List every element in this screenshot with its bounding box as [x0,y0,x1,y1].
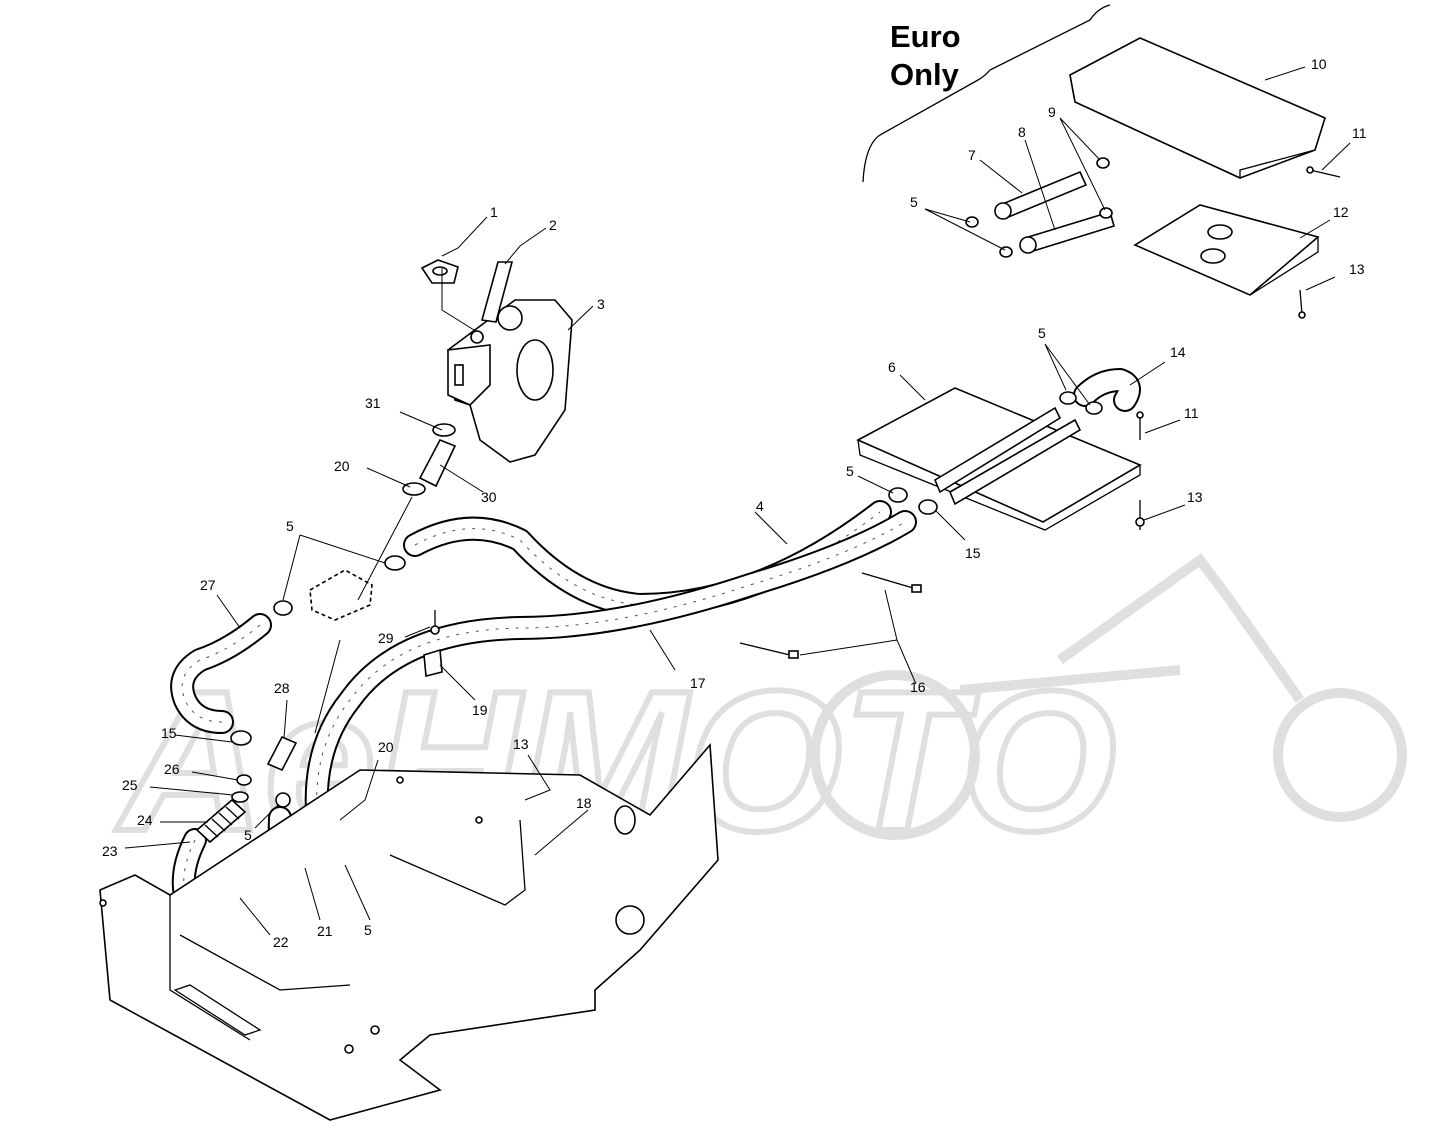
callout-28: 28 [274,680,290,696]
part-6-heat-exchanger [856,387,1142,531]
callout-2: 2 [549,217,557,233]
part-29-bolt [430,610,440,635]
part-26-clamp [236,774,252,786]
callout-14: 14 [1170,344,1186,360]
part-11-bolt-top [1306,166,1341,178]
callout-15-left: 15 [161,725,177,741]
euro-clamps [965,157,1113,258]
callout-18: 18 [576,795,592,811]
callout-20-top: 20 [334,458,350,474]
part-11-bolt-right [1136,411,1144,440]
euro-only-label-line1: Euro [890,19,961,54]
callout-9: 9 [1048,104,1056,120]
callout-19: 19 [472,702,488,718]
callout-7: 7 [968,147,976,163]
part-bracket [309,569,373,621]
part-30-hose [418,438,457,488]
callout-5-bottom: 5 [364,922,372,938]
callout-8: 8 [1018,124,1026,140]
callout-4: 4 [756,498,764,514]
callout-22: 22 [273,934,289,950]
callout-31: 31 [365,395,381,411]
callout-16: 16 [910,679,926,695]
callout-24: 24 [137,812,153,828]
part-1-cap [420,259,459,284]
callout-5-lower: 5 [244,827,252,843]
callout-5-elbow: 5 [1038,325,1046,341]
callout-6: 6 [888,359,896,375]
callout-3: 3 [597,296,605,312]
part-31-clamp [432,423,456,437]
part-12-plate [1133,204,1320,296]
part-13-bolt-right [1135,500,1145,530]
callout-30: 30 [481,489,497,505]
part-13-bolt-top [1298,289,1306,319]
part-28-fitting [266,735,298,808]
callout-13-top: 13 [1349,261,1365,277]
part-7-tube [994,170,1088,220]
callout-13-bottom: 13 [513,736,529,752]
callout-5-left: 5 [286,518,294,534]
euro-only-bracket: Euro Only [862,4,1111,183]
callout-5-exchanger: 5 [846,463,854,479]
part-24-spring [195,798,247,844]
callout-10: 10 [1311,56,1327,72]
part-27-hose [170,600,293,746]
callout-29: 29 [378,630,394,646]
callout-15-right: 15 [965,545,981,561]
part-3-tank [447,299,573,463]
part-10-cover [1069,37,1326,180]
callout-1: 1 [490,204,498,220]
watermark-motorcycle-icon [810,553,1407,840]
part-2-hose [480,261,514,323]
part-20-clamp-top [402,482,426,496]
callout-27: 27 [200,577,216,593]
callout-23: 23 [102,843,118,859]
leader-lines [124,66,1351,936]
callout-labels: 1 2 3 4 5 5 5 5 5 5 6 7 8 9 10 11 11 12 … [102,56,1367,950]
callout-11-right: 11 [1184,405,1199,421]
part-18-tunnel [99,742,719,1121]
part-8-tube [1019,210,1115,254]
callout-11-top: 11 [1352,125,1367,141]
callout-17: 17 [690,675,706,691]
callout-20-bottom: 20 [378,739,394,755]
callout-21: 21 [317,923,333,939]
euro-only-label-line2: Only [890,57,960,92]
part-17-hose [304,510,917,837]
part-16-cable-ties [739,572,922,659]
callout-12: 12 [1333,204,1349,220]
part-19-bracket [423,648,443,678]
callout-25: 25 [122,777,138,793]
part-14-elbow-hose [1059,368,1141,415]
part-25-clamp [231,791,249,803]
callout-5-euro: 5 [910,194,918,210]
callout-13-right: 13 [1187,489,1203,505]
callout-26: 26 [164,761,180,777]
